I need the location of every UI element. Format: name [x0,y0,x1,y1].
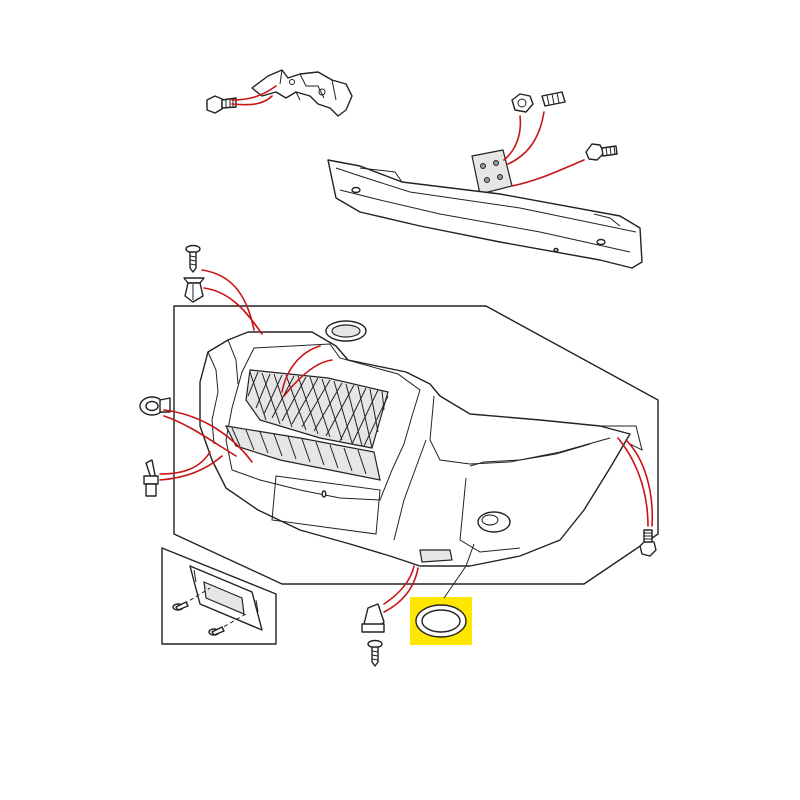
plate-bolt [585,143,618,161]
lower-clip [361,603,385,633]
fog-lamp-bezel-highlight [410,597,472,645]
bracket-screw-1 [172,601,189,611]
lower-screw [367,639,383,667]
stud [541,91,566,107]
leader-lines [159,85,654,613]
headlamp-bracket [251,69,353,117]
bezel-leader [443,543,475,599]
plate-bracket [189,565,263,631]
side-grommet [139,396,171,416]
badge [325,320,367,342]
side-clip [143,459,159,497]
side-bolt [639,529,657,557]
top-clip [183,277,205,303]
fog-lamp-recess [477,511,511,533]
top-screw [185,244,201,273]
upper-grille-mesh [245,369,389,449]
plate-bracket-inset [161,547,277,645]
front-bumper-cover [199,331,643,567]
assembly-outline [173,305,659,585]
bumper-reinforcement-beam [327,159,643,269]
lower-grille-mesh [224,425,381,481]
bracket-screw-2 [208,626,225,636]
mounting-plate [471,149,513,195]
nut [511,93,534,113]
